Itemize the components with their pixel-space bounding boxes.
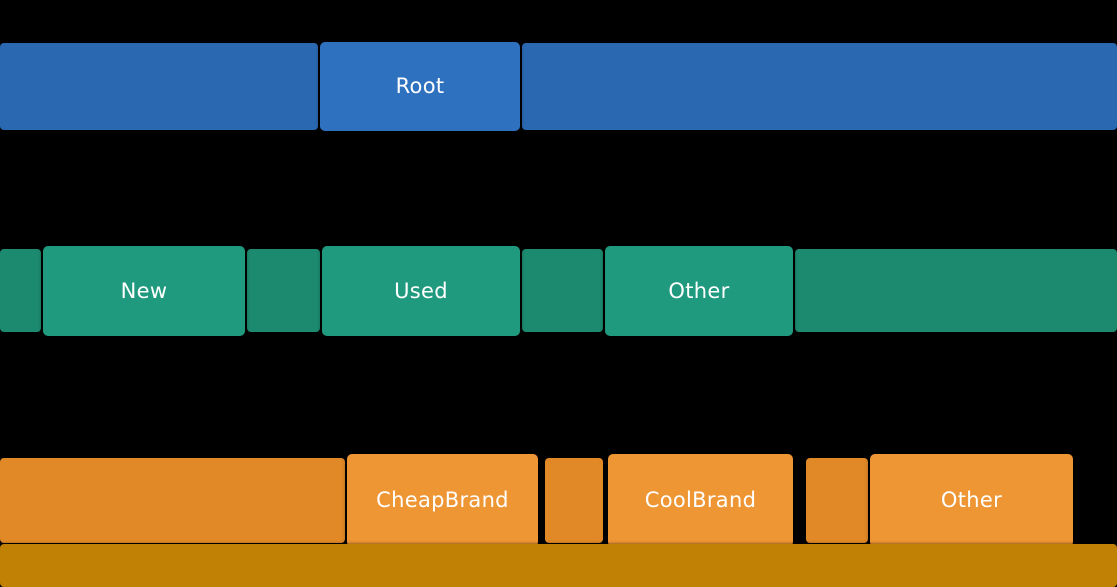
tree-node-new[interactable]: New <box>43 246 245 336</box>
tree-node-coolbrand[interactable]: CoolBrand <box>608 454 793 547</box>
condition-level-segment <box>0 249 41 332</box>
condition-level-segment <box>522 249 603 332</box>
brand-level-segment <box>806 458 868 543</box>
tree-node-cheapbrand[interactable]: CheapBrand <box>347 454 538 547</box>
tree-node-label: Used <box>394 278 448 303</box>
condition-level-segment <box>795 249 1117 332</box>
brand-level-segment <box>0 458 345 543</box>
brand-level-segment <box>545 458 603 543</box>
tree-node-other[interactable]: Other <box>870 454 1073 547</box>
tree-node-label: Root <box>395 74 445 98</box>
root-level-segment <box>522 43 1117 130</box>
tree-node-label: New <box>120 278 168 303</box>
tree-node-root[interactable]: Root <box>320 42 520 131</box>
root-level-segment <box>0 43 318 130</box>
tree-node-label: Other <box>940 488 1003 512</box>
tree-node-label: CheapBrand <box>376 488 509 512</box>
tree-node-other[interactable]: Other <box>605 246 793 336</box>
tree-node-label: CoolBrand <box>644 488 757 512</box>
tree-node-label: Other <box>668 278 730 303</box>
tree-node-used[interactable]: Used <box>322 246 520 336</box>
truncated-level-segment <box>0 544 1117 587</box>
condition-level-segment <box>247 249 320 332</box>
